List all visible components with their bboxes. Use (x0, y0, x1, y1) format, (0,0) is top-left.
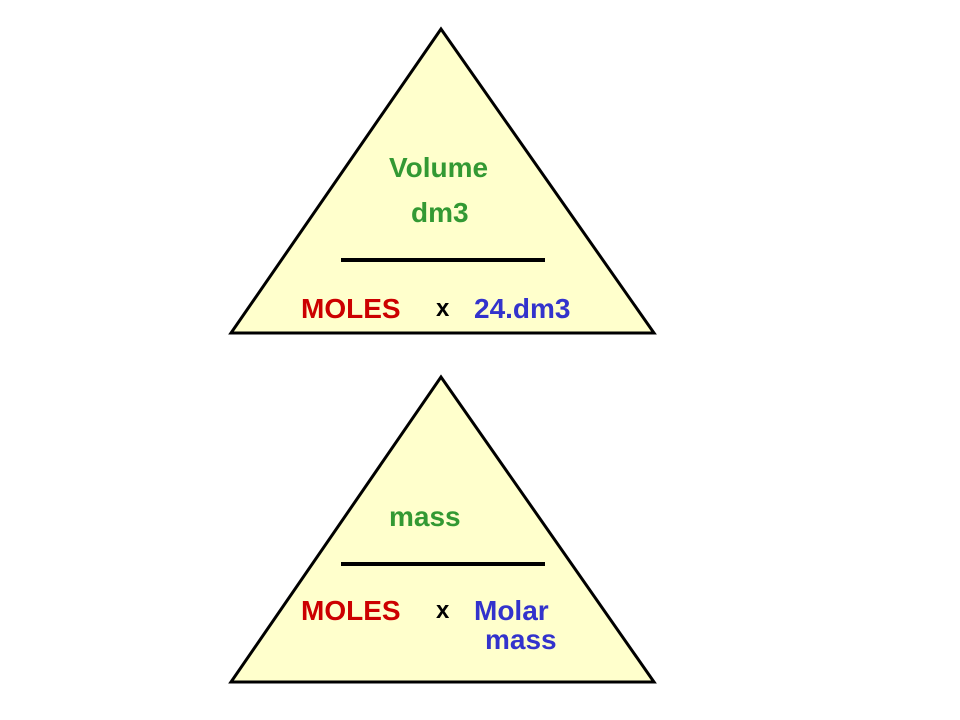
volume-moles-label: MOLES (301, 293, 401, 324)
mass-triangle (228, 374, 657, 684)
mass-numerator-label: mass (389, 501, 461, 532)
mass-molar-mass-label: mass (485, 624, 557, 655)
mass-moles-label: MOLES (301, 595, 401, 626)
mass-molar-label: Molar (474, 595, 549, 626)
volume-numerator-label: Volume (389, 152, 489, 183)
volume-multiply-operator: x (436, 295, 450, 322)
mass-multiply-operator: x (436, 597, 450, 624)
volume-triangle (228, 26, 657, 335)
volume-numerator-unit: dm3 (411, 197, 469, 228)
volume-molar-volume-label: 24.dm3 (474, 293, 571, 324)
